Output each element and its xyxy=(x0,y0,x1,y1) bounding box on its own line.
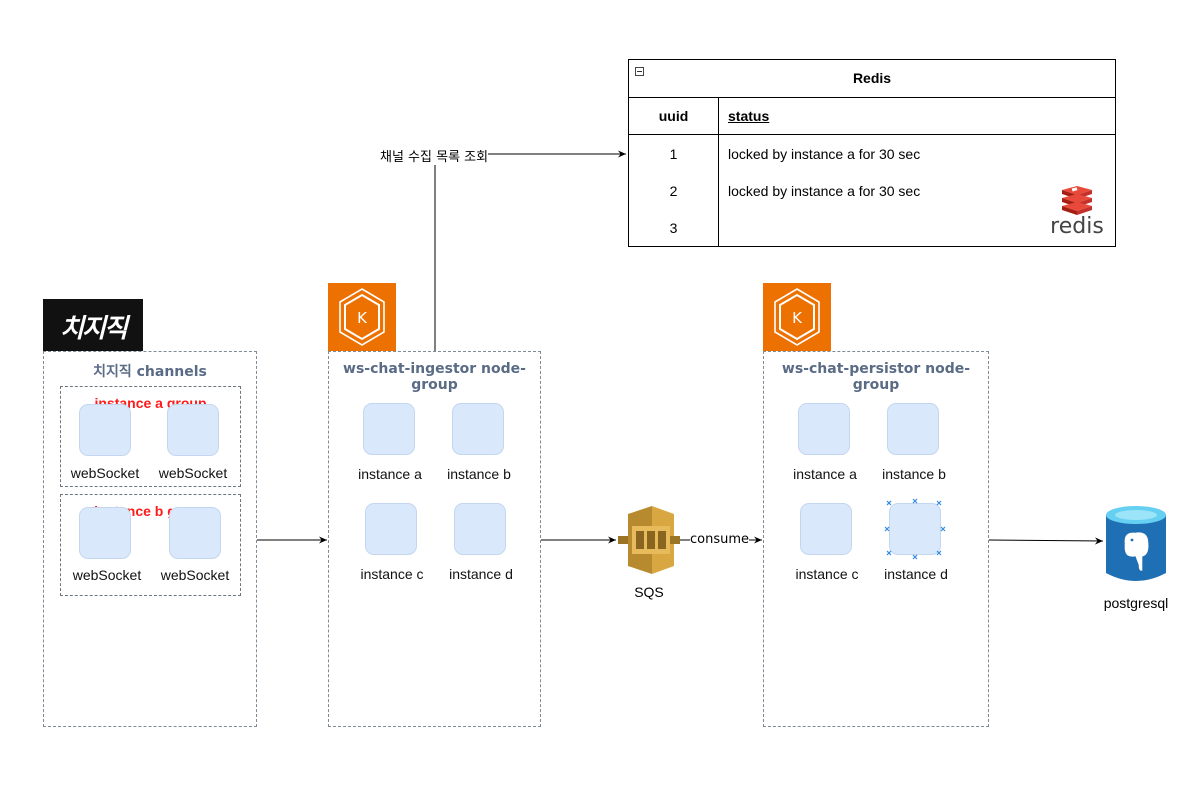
row-status: locked by instance a for 30 sec xyxy=(728,146,921,162)
instance-c-node[interactable] xyxy=(365,503,417,555)
node-label: instance b xyxy=(447,466,511,482)
postgresql-icon xyxy=(1105,505,1167,583)
table-divider xyxy=(629,134,1115,135)
sqs-icon xyxy=(618,506,680,574)
node-label: webSocket xyxy=(72,567,142,583)
database-icon xyxy=(1106,506,1166,581)
node-label: webSocket xyxy=(160,567,230,583)
node-label: instance d xyxy=(449,566,513,582)
chzzk-logo: 치지직 xyxy=(43,299,143,351)
group-title: ws-chat-ingestor node-group xyxy=(343,361,526,393)
node-label: instance a xyxy=(793,466,857,482)
svg-text:K: K xyxy=(357,309,368,327)
redis-icon xyxy=(1062,186,1092,215)
edge-persistor-to-postgresql xyxy=(988,537,1104,545)
persistor-node-group: ws-chat-persistor node-group instance a … xyxy=(763,351,989,727)
websocket-node[interactable] xyxy=(79,404,131,456)
group-title: ws-chat-persistor node-group xyxy=(781,361,971,393)
redis-table: Redis uuid status 1 locked by instance a… xyxy=(628,59,1116,247)
redis-table-title: Redis xyxy=(852,70,892,86)
node-label: instance c xyxy=(360,566,424,582)
column-header-status: status xyxy=(728,108,770,124)
chzzk-logo-text: 치지직 xyxy=(60,314,128,344)
instance-b-node[interactable] xyxy=(887,403,939,455)
sqs-queue-icon xyxy=(618,506,680,574)
kubernetes-icon: K xyxy=(339,288,385,346)
node-label: webSocket xyxy=(70,465,140,481)
node-label: instance c xyxy=(795,566,859,582)
instance-a-group: instance a group webSocket webSocket xyxy=(60,386,241,487)
instance-a-node[interactable] xyxy=(363,403,415,455)
websocket-node[interactable] xyxy=(79,507,131,559)
table-column-divider xyxy=(718,97,719,246)
row-uuid: 2 xyxy=(669,183,678,199)
row-status: locked by instance a for 30 sec xyxy=(728,183,921,199)
ingestor-node-group: ws-chat-ingestor node-group instance a i… xyxy=(328,351,541,727)
edge-ingestor-to-redis xyxy=(434,150,626,351)
node-label: instance d xyxy=(884,566,948,582)
instance-c-node[interactable] xyxy=(800,503,852,555)
redis-logo: redis xyxy=(1047,186,1107,241)
websocket-node[interactable] xyxy=(167,404,219,456)
instance-a-node[interactable] xyxy=(798,403,850,455)
selection-handles xyxy=(884,498,946,560)
postgresql-label: postgresql xyxy=(1103,595,1169,611)
sqs-label: SQS xyxy=(634,584,664,600)
instance-b-group: instance b group webSocket webSocket xyxy=(60,494,241,596)
node-label: instance b xyxy=(882,466,946,482)
chzzk-channels-group: 치지직 channels instance a group webSocket … xyxy=(43,351,257,727)
edge-label-consume: consume xyxy=(690,532,750,547)
collapse-toggle[interactable] xyxy=(635,67,644,76)
group-title: 치지직 channels xyxy=(93,364,207,380)
node-label: instance a xyxy=(358,466,422,482)
instance-b-node[interactable] xyxy=(452,403,504,455)
websocket-node[interactable] xyxy=(169,507,221,559)
eks-icon: K xyxy=(763,283,831,351)
svg-text:K: K xyxy=(792,309,803,327)
instance-d-node[interactable] xyxy=(454,503,506,555)
eks-icon: K xyxy=(328,283,396,351)
node-label: webSocket xyxy=(158,465,228,481)
column-header-uuid: uuid xyxy=(658,108,689,124)
row-uuid: 1 xyxy=(669,146,678,162)
kubernetes-icon: K xyxy=(774,288,820,346)
edge-label-channel-lookup: 채널 수집 목록 조회 xyxy=(380,146,489,165)
table-divider xyxy=(629,97,1115,98)
redis-logo-text: redis xyxy=(1050,214,1104,239)
row-uuid: 3 xyxy=(669,220,678,236)
instance-d-node-selected[interactable] xyxy=(884,498,946,560)
